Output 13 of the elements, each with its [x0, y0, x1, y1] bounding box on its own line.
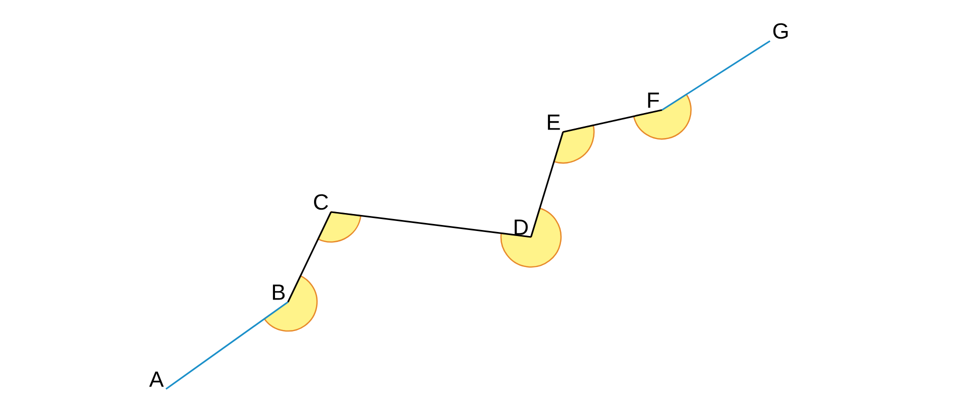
- line-segment: [562, 109, 662, 133]
- point-label: D: [514, 220, 528, 235]
- line-segment: [166, 301, 288, 390]
- point-label: F: [648, 92, 659, 108]
- line-segment: [287, 212, 332, 302]
- point-label: A: [149, 372, 164, 387]
- point-label: B: [272, 284, 285, 300]
- line-segment: [330, 211, 532, 238]
- point-label: E: [548, 114, 560, 130]
- line-segment: [662, 40, 770, 111]
- point-label: G: [773, 23, 788, 39]
- line-segment: [530, 132, 564, 238]
- point-label: C: [314, 194, 328, 210]
